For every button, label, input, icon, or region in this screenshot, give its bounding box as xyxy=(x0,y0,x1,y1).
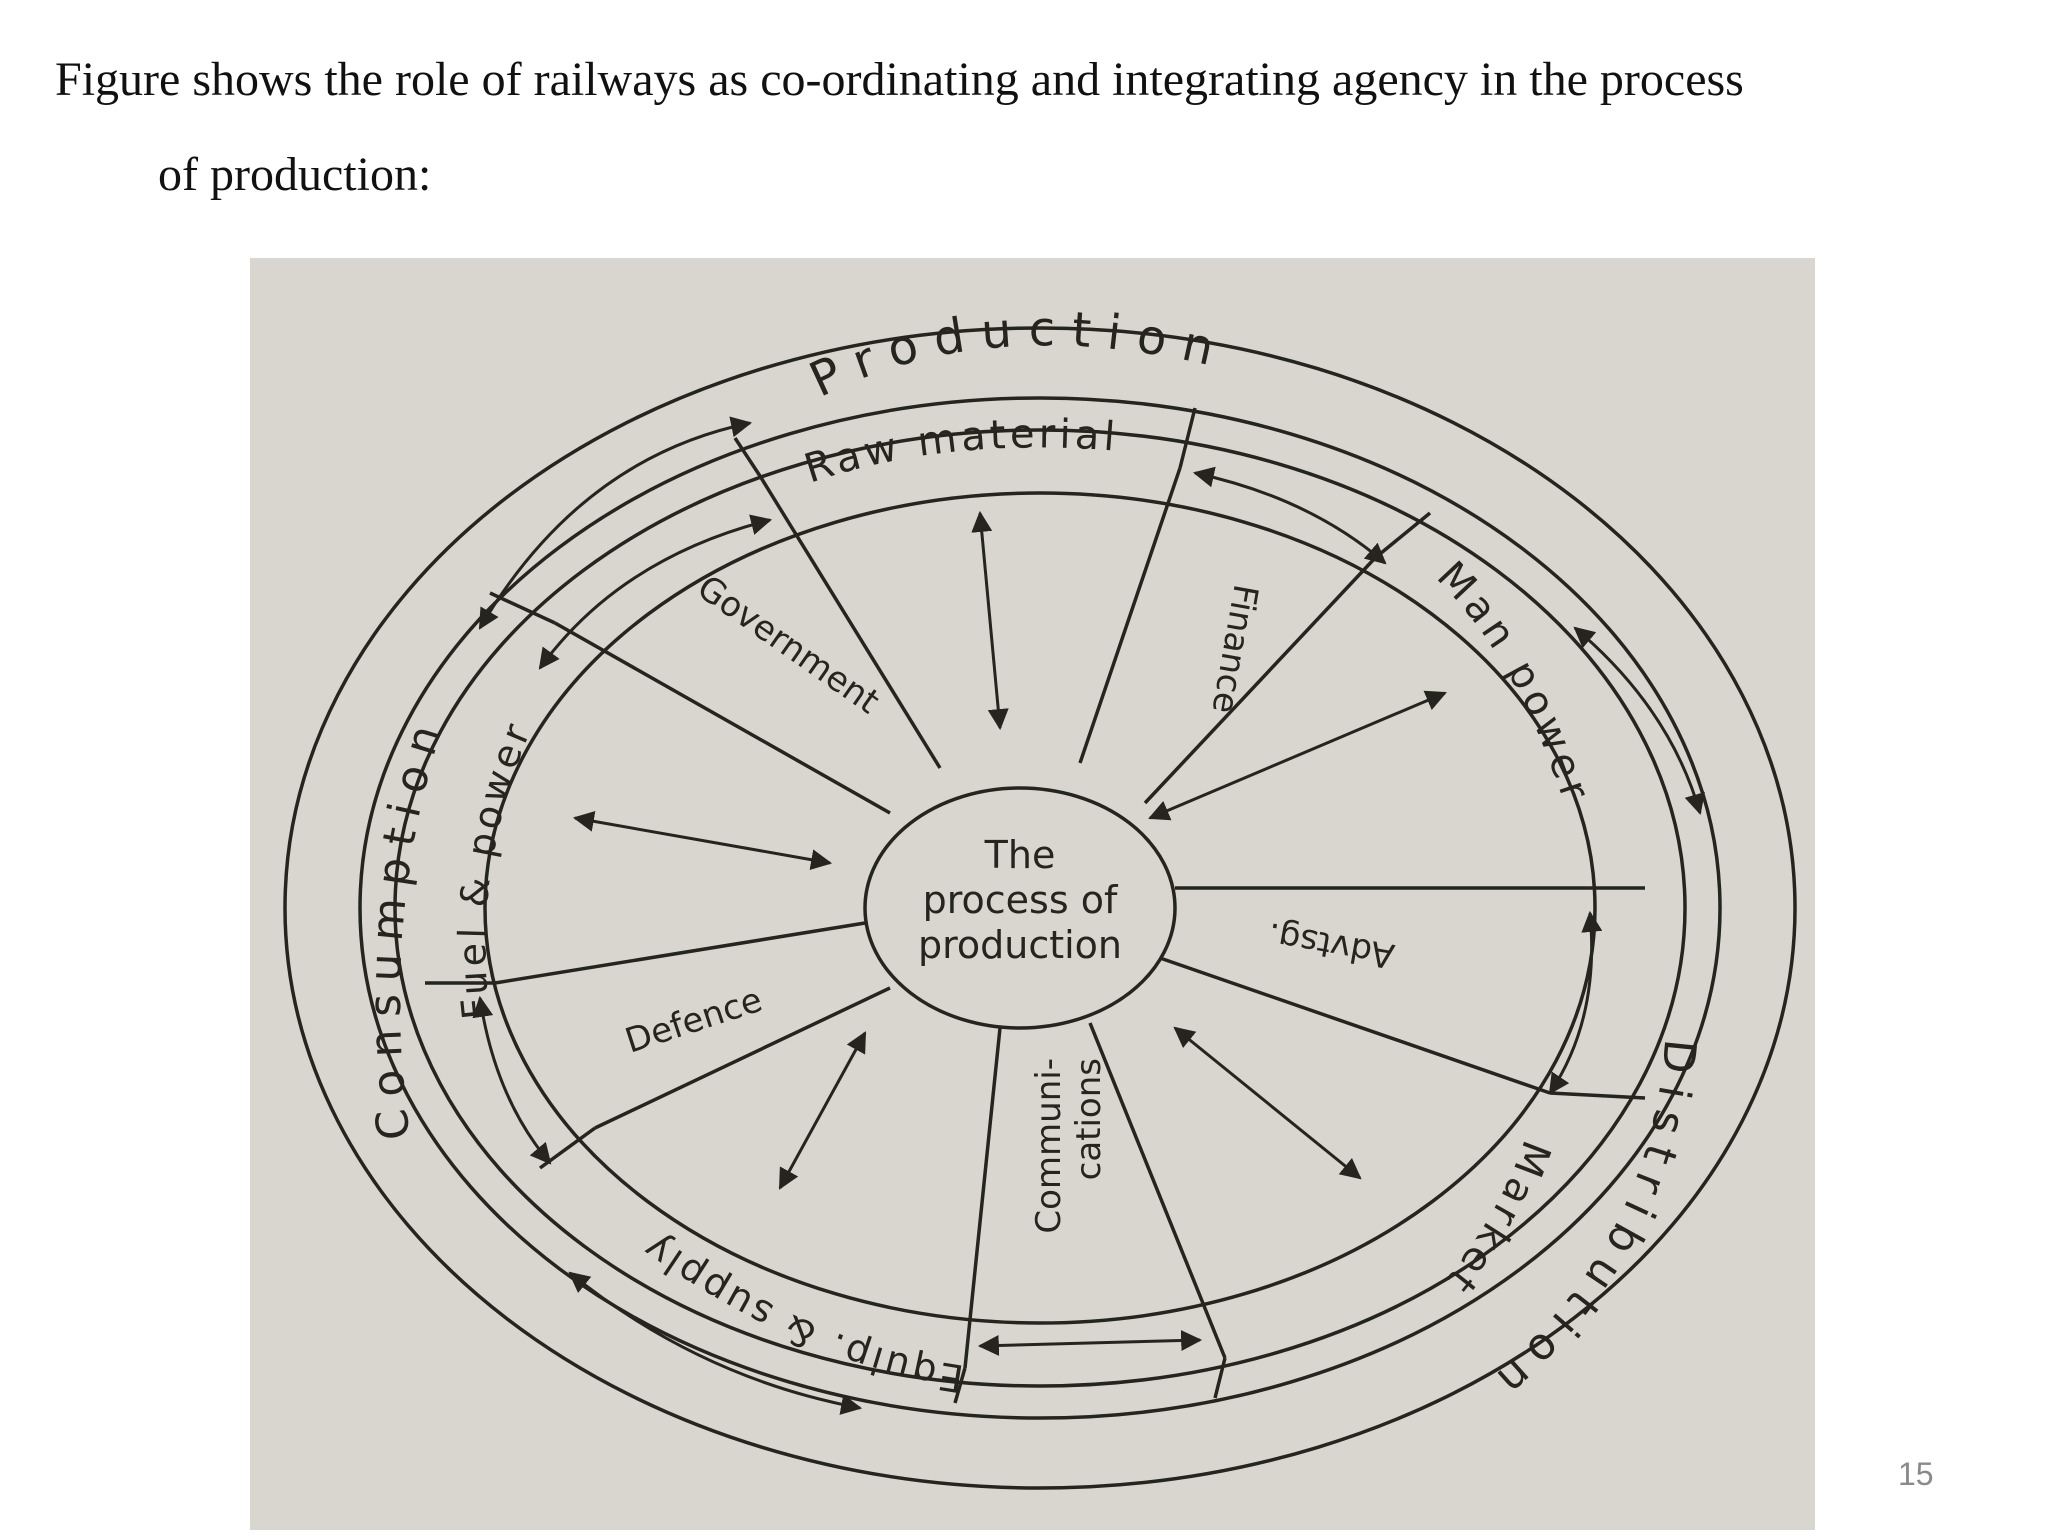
divider-market-bottom xyxy=(1213,1357,1227,1399)
center-label-line3: production xyxy=(918,923,1122,967)
spoke-raw-right xyxy=(1078,467,1182,764)
divider-equip-right xyxy=(953,1367,967,1404)
spoke-fuel xyxy=(494,921,866,985)
arrow-right-inner xyxy=(1548,910,1603,1095)
spoke-market xyxy=(1159,956,1551,1095)
caption-line-2: of production: xyxy=(158,148,432,201)
railway-integration-diagram: Production Raw material Consumption Fuel… xyxy=(250,258,1815,1530)
arrow-equip-center xyxy=(778,1031,867,1190)
arrow-man-center xyxy=(1148,690,1447,821)
arrow-bottom-ring xyxy=(977,1330,1203,1356)
arrow-right-outer xyxy=(1573,626,1705,816)
arrow-fuel-center xyxy=(572,810,833,871)
sector-label-communications-1: Communi- xyxy=(1029,1058,1069,1234)
page-number: 15 xyxy=(1898,1456,1934,1492)
center-label: The process of production xyxy=(918,833,1122,967)
middle-ring-inner xyxy=(393,428,1687,1388)
arrow-left-inner xyxy=(472,995,552,1165)
arrow-top-left-outer xyxy=(478,416,753,630)
center-label-line2: process of xyxy=(923,878,1119,922)
center-circle xyxy=(863,786,1177,1030)
spoke-raw-left xyxy=(758,475,942,769)
diagram-photo: Production Raw material Consumption Fuel… xyxy=(250,258,1815,1530)
arrow-bottom-left xyxy=(568,1271,863,1415)
arrow-top-right xyxy=(1192,466,1387,565)
spoke-market-comm xyxy=(1088,1022,1227,1359)
caption-line-1: Figure shows the role of railways as co-… xyxy=(55,53,1744,106)
spoke-equip xyxy=(594,986,891,1130)
inner-ring xyxy=(483,491,1597,1325)
diagram-arrows xyxy=(472,416,1705,1415)
spoke-comm-left xyxy=(963,1027,1002,1369)
sector-label-communications-2: cations xyxy=(1069,1058,1109,1180)
divider-raw-right xyxy=(1178,407,1197,469)
arrow-market-center xyxy=(1173,1026,1362,1180)
center-label-line1: The xyxy=(984,833,1056,877)
arrow-top-left-inner xyxy=(538,514,773,670)
arrow-raw-center xyxy=(971,510,1009,731)
middle-ring-outer xyxy=(358,396,1722,1420)
outer-ring xyxy=(283,326,1797,1490)
